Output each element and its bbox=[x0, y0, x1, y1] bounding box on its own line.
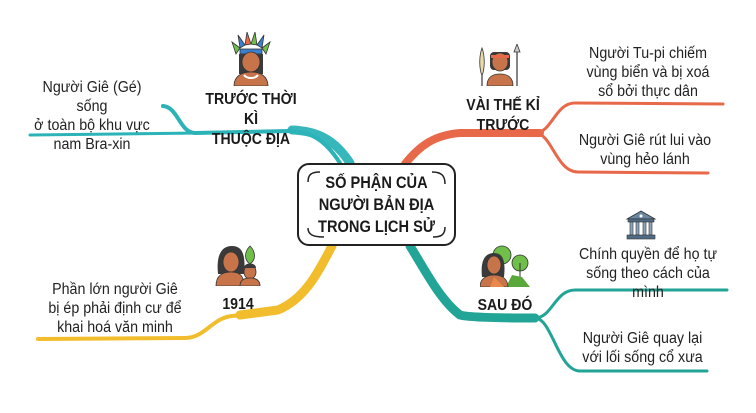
leaf-text-centuries-ago-1: Người Tu-pi chiếm vùng biển và bị xoá sổ… bbox=[586, 45, 710, 100]
branch-line-afterwards bbox=[405, 241, 540, 323]
branch-heading-before-colonial: TRƯỚC THỜI KÌ THUỘC ĐỊA bbox=[205, 91, 297, 148]
woman-with-trees-icon bbox=[480, 245, 530, 287]
leaf-text-1914-1: Phần lớn người Giê bị ép phải định cư để… bbox=[48, 281, 182, 336]
warrior-with-spear-shield-icon bbox=[479, 44, 521, 86]
box-inner-corner-marks bbox=[307, 171, 446, 238]
central-topic-title: SỐ PHẬN CỦA NGƯỜI BẢN ĐỊA TRONG LỊCH SỬ bbox=[308, 172, 445, 238]
leaf-text-centuries-ago-2: Người Giê rút lui vào vùng hẻo lánh bbox=[578, 132, 712, 168]
indigenous-chief-feather-headdress-icon bbox=[231, 32, 271, 86]
central-topic-box bbox=[297, 163, 456, 246]
branch-heading-1914: 1914 bbox=[222, 296, 254, 313]
central-topic-line2: NGƯỜI BẢN ĐỊA bbox=[318, 195, 435, 214]
branch-line-centuries-ago bbox=[401, 129, 544, 168]
branch-heading-centuries-ago: VÀI THẾ KỈ TRƯỚC bbox=[466, 97, 540, 134]
leaf-text-afterwards-2: Người Giê quay lại với lối sống cổ xưa bbox=[582, 330, 703, 366]
government-building-icon bbox=[625, 210, 657, 240]
central-topic-line3: TRONG LỊCH SỬ bbox=[318, 217, 435, 236]
branch-heading-afterwards: SAU ĐÓ bbox=[477, 297, 533, 314]
mother-and-child-icon bbox=[215, 245, 261, 286]
leaf-text-before-colonial-1: Người Giê (Gé) sống ở toàn bộ khu vực na… bbox=[34, 79, 150, 153]
leaf-text-afterwards-1: Chính quyền để họ tự sống theo cách của … bbox=[579, 246, 717, 301]
central-topic-line1: SỐ PHẬN CỦA bbox=[325, 173, 428, 192]
